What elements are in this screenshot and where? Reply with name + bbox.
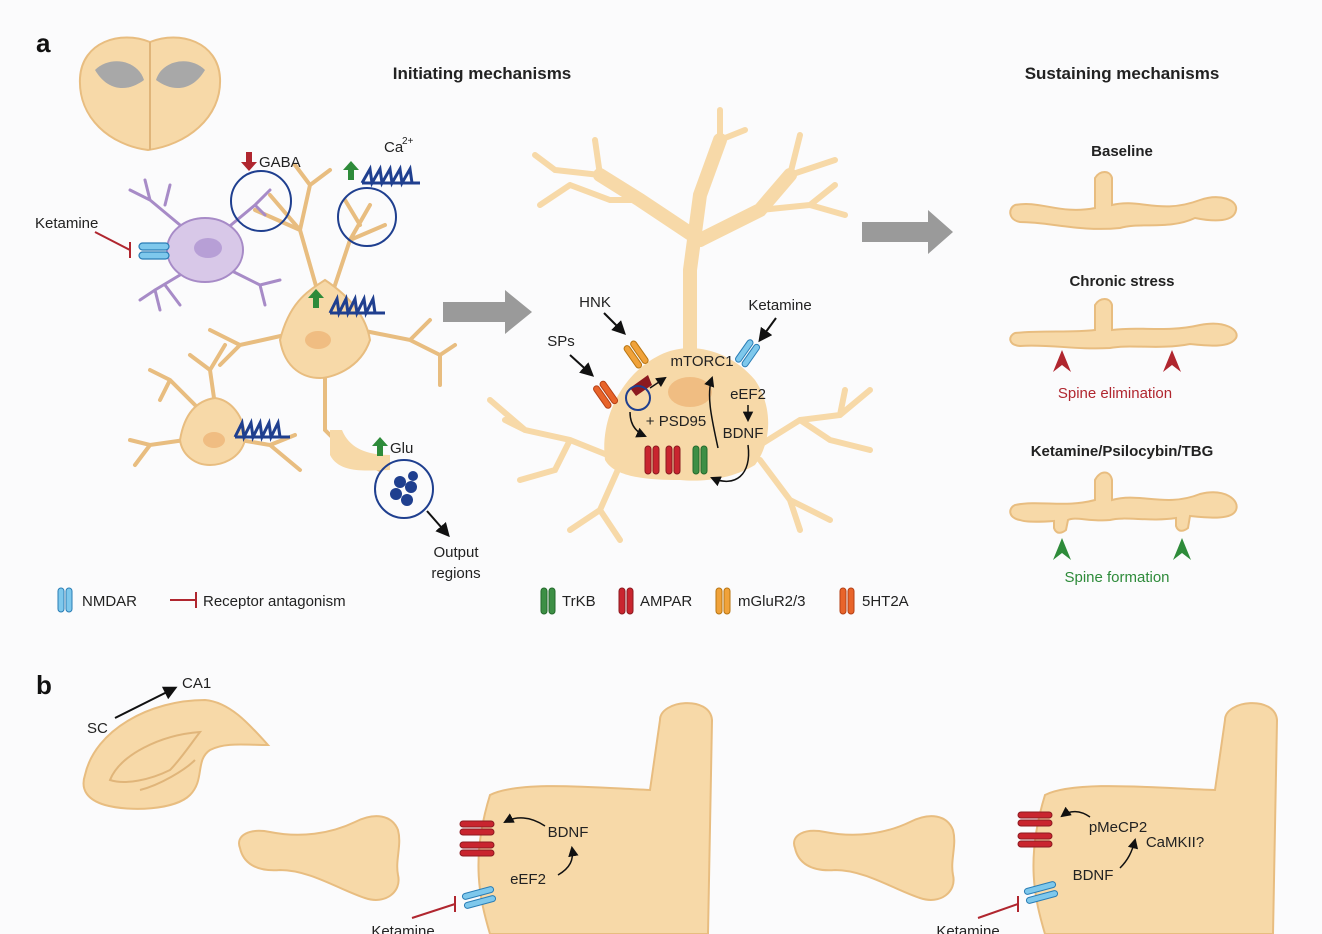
hnk-label: HNK xyxy=(579,294,611,311)
treatments-label: Ketamine/Psilocybin/TBG xyxy=(1031,443,1214,460)
spine-formation-label: Spine formation xyxy=(1064,569,1169,586)
bdnf-label-right: BDNF xyxy=(1073,867,1114,884)
legend-mglur-icon xyxy=(715,587,731,615)
hippocampus-icon xyxy=(82,698,271,810)
legend-ht2a-icon xyxy=(839,587,855,615)
mtorc1-activation-arrow xyxy=(649,376,667,389)
nmdar-receptor-right xyxy=(1023,881,1059,904)
legend-trkb-icon xyxy=(540,587,556,615)
spike-train-soma xyxy=(328,294,385,318)
legend-mglur-label: mGluR2/3 xyxy=(738,593,806,610)
bdnf-to-trkb-arrow xyxy=(710,444,750,487)
output-label-line2: regions xyxy=(431,565,480,582)
bdnf-label-left: BDNF xyxy=(548,824,589,841)
psd95-label: + PSD95 xyxy=(646,413,706,430)
elimination-arrow-icon-2 xyxy=(1163,350,1181,372)
glutamate-vesicles xyxy=(390,471,418,506)
center-neuron xyxy=(487,107,873,543)
glutamate-terminal-circle xyxy=(374,459,434,519)
presynaptic-terminal-right xyxy=(793,815,956,901)
antagonism-line-left xyxy=(94,231,131,251)
sc-to-ca1-arrow xyxy=(114,686,178,719)
spine-elimination-label: Spine elimination xyxy=(1058,385,1172,402)
panel-a-label: a xyxy=(36,28,51,58)
legend-ht2a-label: 5HT2A xyxy=(862,593,909,610)
interneuron xyxy=(128,178,282,312)
increase-arrow-icon-soma xyxy=(308,289,324,308)
eef2-label: eEF2 xyxy=(730,386,766,403)
output-arrow xyxy=(426,510,450,538)
formation-arrow-icon-1 xyxy=(1053,538,1071,560)
ketamine-arrow-center xyxy=(758,317,777,343)
treatment-dendrite xyxy=(1009,471,1238,534)
eef2-to-bdnf-arrow-left xyxy=(557,845,579,876)
increase-arrow-icon-glu xyxy=(372,437,388,456)
camkii-label: CaMKII? xyxy=(1146,834,1204,851)
antagonism-line-panel-b-left xyxy=(411,903,456,919)
legend-antagonism-label: Receptor antagonism xyxy=(203,593,346,610)
formation-arrow-icon-2 xyxy=(1173,538,1191,560)
antagonism-line-panel-b-right xyxy=(977,903,1019,919)
panel-b-label: b xyxy=(36,670,52,700)
increase-arrow-icon xyxy=(343,161,359,180)
trkb-receptor-center xyxy=(692,445,708,475)
nmdar-receptor-center xyxy=(735,339,761,368)
spike-train-calcium xyxy=(360,164,420,188)
sc-label: SC xyxy=(87,720,108,737)
eef2-label-left: eEF2 xyxy=(510,871,546,888)
legend-nmdar-label: NMDAR xyxy=(82,593,137,610)
bdnf-label-center: BDNF xyxy=(723,425,764,442)
glu-label: Glu xyxy=(390,440,413,457)
baseline-label: Baseline xyxy=(1091,143,1153,160)
spike-train-lower-neuron xyxy=(233,418,290,442)
ketamine-label-panel-b-left: Ketamine xyxy=(371,923,434,934)
mtorc1-label: mTORC1 xyxy=(670,353,733,370)
calcium-label: Ca xyxy=(384,139,404,156)
ht2a-receptor-center xyxy=(593,380,619,409)
psd95-arrow xyxy=(629,411,647,438)
postsynaptic-spine-right xyxy=(1032,702,1279,934)
brain-section-icon xyxy=(78,36,222,152)
legend-nmdar-icon xyxy=(57,587,73,613)
ampar-receptors-center xyxy=(644,445,681,475)
initiating-heading: Initiating mechanisms xyxy=(393,64,572,83)
legend-trkb-label: TrKB xyxy=(562,593,596,610)
calcium-superscript: 2+ xyxy=(402,136,414,147)
output-label-line1: Output xyxy=(433,544,479,561)
chronic-stress-label: Chronic stress xyxy=(1069,273,1174,290)
pmecp2-label: pMeCP2 xyxy=(1089,819,1147,836)
nmdar-receptor-left xyxy=(461,886,497,909)
sustaining-heading: Sustaining mechanisms xyxy=(1025,64,1220,83)
chronic-stress-dendrite xyxy=(1009,298,1238,350)
sps-arrow xyxy=(569,354,595,377)
psd-circle xyxy=(625,385,651,411)
decrease-arrow-icon xyxy=(241,152,257,171)
presynaptic-terminal-left xyxy=(238,815,401,901)
calcium-synapse-circle xyxy=(337,187,397,247)
gaba-label: GABA xyxy=(259,154,301,171)
legend-ampar-icon xyxy=(618,587,634,615)
mglur-receptor-center xyxy=(623,340,649,369)
bdnf-to-camkii-arrow-right xyxy=(1119,837,1139,869)
pmecp2-to-ampar-arrow-right xyxy=(1060,806,1091,818)
ampar-receptors-left xyxy=(459,820,495,857)
legend-ampar-label: AMPAR xyxy=(640,593,692,610)
postsynaptic-spine-left xyxy=(477,702,714,934)
transition-arrow-2 xyxy=(862,210,953,254)
baseline-dendrite xyxy=(1009,171,1238,230)
nmdar-receptor-interneuron xyxy=(138,242,170,260)
ca1-label: CA1 xyxy=(182,675,211,692)
hnk-arrow xyxy=(603,312,626,335)
ketamine-label-panel-b-right: Ketamine xyxy=(936,923,999,934)
transition-arrow-1 xyxy=(443,290,532,334)
sps-label: SPs xyxy=(547,333,575,350)
gaba-synapse-circle xyxy=(230,170,292,232)
elimination-arrow-icon-1 xyxy=(1053,350,1071,372)
ampar-receptors-right xyxy=(1017,811,1053,848)
trkb-to-mtorc1-arrow xyxy=(704,376,719,449)
bdnf-to-ampar-arrow-left xyxy=(503,813,546,827)
ketamine-label-left: Ketamine xyxy=(35,215,98,232)
ketamine-label-center: Ketamine xyxy=(748,297,811,314)
